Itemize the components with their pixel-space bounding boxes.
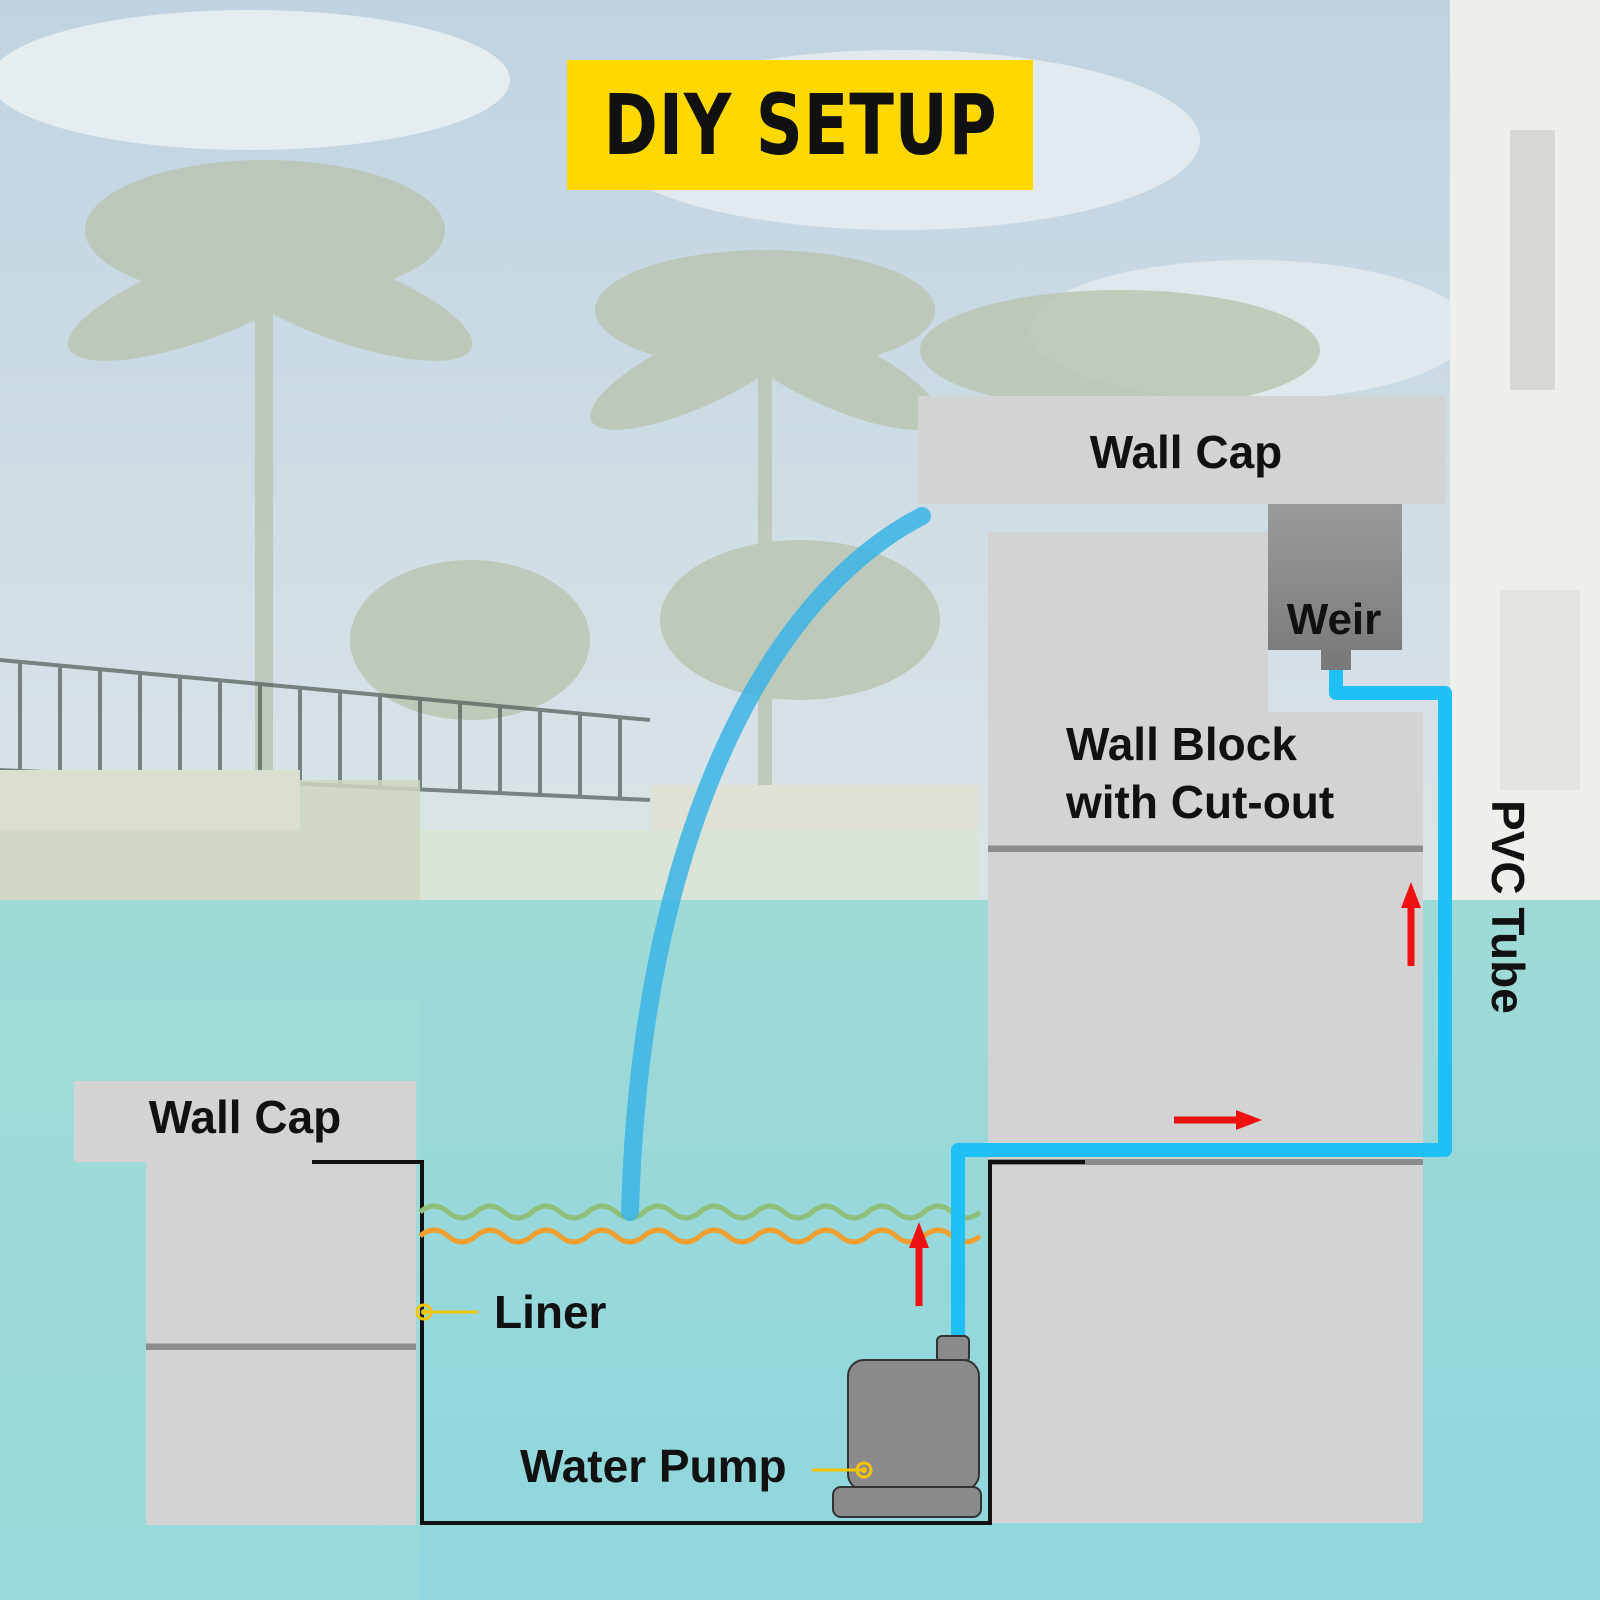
left-wall-block-upper (146, 1162, 416, 1347)
left-wall-cap (74, 1081, 416, 1162)
left-wall-structure (74, 1081, 416, 1525)
title-banner: DIY SETUP (567, 60, 1033, 190)
water-pump-pointer (812, 1461, 873, 1479)
label-weir: Weir (1287, 595, 1382, 644)
flow-arrows (909, 882, 1421, 1306)
label-wall-cap-left: Wall Cap (149, 1091, 342, 1143)
flow-arrow-up-right (1401, 882, 1421, 966)
liner-pointer (415, 1303, 478, 1321)
water-line-orange (418, 1227, 982, 1245)
top-wall-cap (918, 396, 1445, 504)
weir-outlet (1321, 650, 1351, 670)
right-wall-block-lower (991, 1165, 1423, 1523)
pvc-tube (951, 670, 1452, 1342)
house (1450, 0, 1600, 900)
palm-trees (67, 160, 1320, 790)
left-wall-block-lower (146, 1350, 416, 1525)
flow-arrow-right (1174, 1110, 1262, 1130)
water-jet (621, 507, 931, 1221)
water-pump (832, 1335, 982, 1518)
label-wall-block-line2: with Cut-out (1065, 776, 1334, 828)
liner-outline (312, 1160, 1085, 1525)
label-liner: Liner (494, 1286, 607, 1338)
right-wall-block-middle (988, 852, 1423, 1162)
label-pvc-tube: PVC Tube (1482, 800, 1534, 1014)
label-wall-cap-top: Wall Cap (1090, 426, 1283, 478)
wall-block-with-cutout (988, 532, 1423, 850)
water-line-green (418, 1203, 982, 1221)
label-wall-block-line1: Wall Block (1066, 718, 1297, 770)
label-water-pump: Water Pump (520, 1440, 787, 1492)
pool-fence (0, 658, 651, 802)
page-title: DIY SETUP (603, 76, 997, 174)
flow-arrow-up-left (909, 1222, 929, 1306)
weir-block (1268, 504, 1402, 650)
right-wall-structure (918, 396, 1445, 1523)
